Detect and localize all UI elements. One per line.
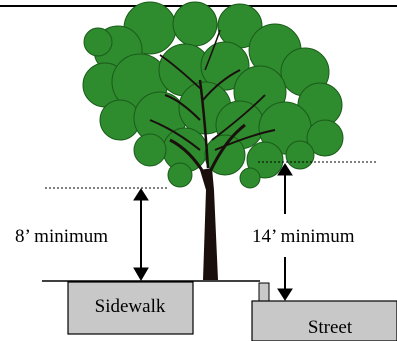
- sidewalk-clearance-arrow: [133, 188, 149, 281]
- street-slab: [251, 300, 397, 341]
- tree-trunk: [149, 29, 276, 280]
- sidewalk-label: Sidewalk: [95, 296, 166, 317]
- sidewalk-slab: [67, 281, 194, 335]
- tree-canopy: [82, 1, 344, 189]
- street-clearance-arrow: [277, 163, 293, 301]
- street-clearance-label: 14’ minimum: [252, 226, 355, 247]
- sidewalk-clearance-label: 8’ minimum: [15, 226, 108, 247]
- street-label: Street: [308, 317, 353, 338]
- curb: [258, 282, 270, 302]
